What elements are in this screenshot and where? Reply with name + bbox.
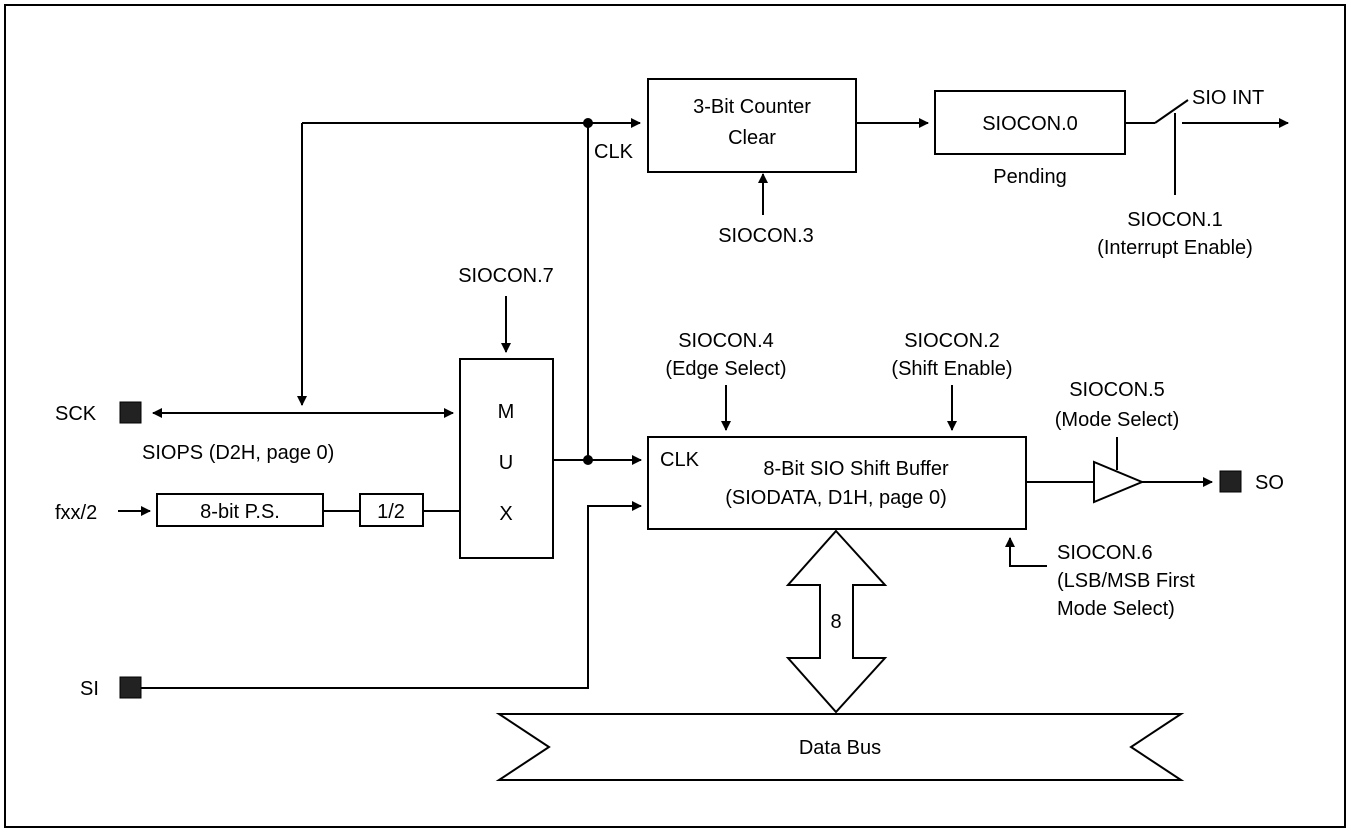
- sck-pin: [119, 401, 142, 424]
- diagram-frame: [4, 4, 1346, 828]
- divider-label: 1/2: [377, 501, 405, 523]
- siocon6-desc2: Mode Select): [1057, 598, 1175, 620]
- buffer-clk-label: CLK: [660, 449, 700, 471]
- shift-buffer-title: 8-Bit SIO Shift Buffer: [763, 458, 949, 480]
- siocon5-desc: (Mode Select): [1055, 409, 1180, 431]
- siocon6-arrow: [1005, 537, 1047, 567]
- so-pin: [1219, 470, 1242, 493]
- interrupt-switch: [1154, 99, 1189, 124]
- siocon7-label: SIOCON.7: [458, 265, 554, 287]
- pending-label: Pending: [993, 166, 1066, 188]
- counter-line2: Clear: [728, 127, 776, 149]
- si-pin: [119, 676, 142, 699]
- siocon4-label: SIOCON.4: [678, 330, 774, 352]
- fxx-label: fxx/2: [55, 502, 97, 524]
- data-bus-label: Data Bus: [799, 737, 881, 759]
- divider-block: [359, 493, 424, 527]
- mux-block: [459, 358, 554, 559]
- shift-buffer-block: [647, 436, 1027, 530]
- shift-buffer-subtitle: (SIODATA, D1H, page 0): [725, 487, 947, 509]
- siocon6-label: SIOCON.6: [1057, 542, 1153, 564]
- mux-output-node: [583, 455, 593, 465]
- siocon0-block: [934, 90, 1126, 155]
- siocon4-desc: (Edge Select): [665, 358, 786, 380]
- output-driver-triangle: [1093, 460, 1145, 504]
- so-label: SO: [1255, 472, 1284, 494]
- siocon2-label: SIOCON.2: [904, 330, 1000, 352]
- siocon6-desc1: (LSB/MSB First: [1057, 570, 1195, 592]
- siocon2-desc: (Shift Enable): [891, 358, 1012, 380]
- si-to-buffer-wire: [141, 501, 642, 689]
- sck-label: SCK: [55, 403, 97, 425]
- siocon1-label: SIOCON.1: [1127, 209, 1223, 231]
- counter-clock-node: [583, 118, 593, 128]
- prescaler-label: 8-bit P.S.: [200, 501, 280, 523]
- mux-letter-x: X: [499, 503, 512, 525]
- mux-letter-u: U: [499, 452, 513, 474]
- sio-int-label: SIO INT: [1192, 87, 1264, 109]
- counter-line1: 3-Bit Counter: [693, 96, 811, 118]
- mux-letter-m: M: [498, 401, 515, 423]
- siocon0-label: SIOCON.0: [982, 113, 1078, 135]
- siocon1-desc: (Interrupt Enable): [1097, 237, 1253, 259]
- counter-block: [647, 78, 857, 173]
- bus-width-label: 8: [830, 611, 841, 633]
- bus-bidirectional-arrow: [785, 529, 888, 714]
- counter-clk-label: CLK: [594, 141, 634, 163]
- siops-label: SIOPS (D2H, page 0): [142, 442, 334, 464]
- data-bus-shape: [495, 713, 1185, 781]
- siocon3-label: SIOCON.3: [718, 225, 814, 247]
- si-label: SI: [80, 678, 99, 700]
- siocon5-label: SIOCON.5: [1069, 379, 1165, 401]
